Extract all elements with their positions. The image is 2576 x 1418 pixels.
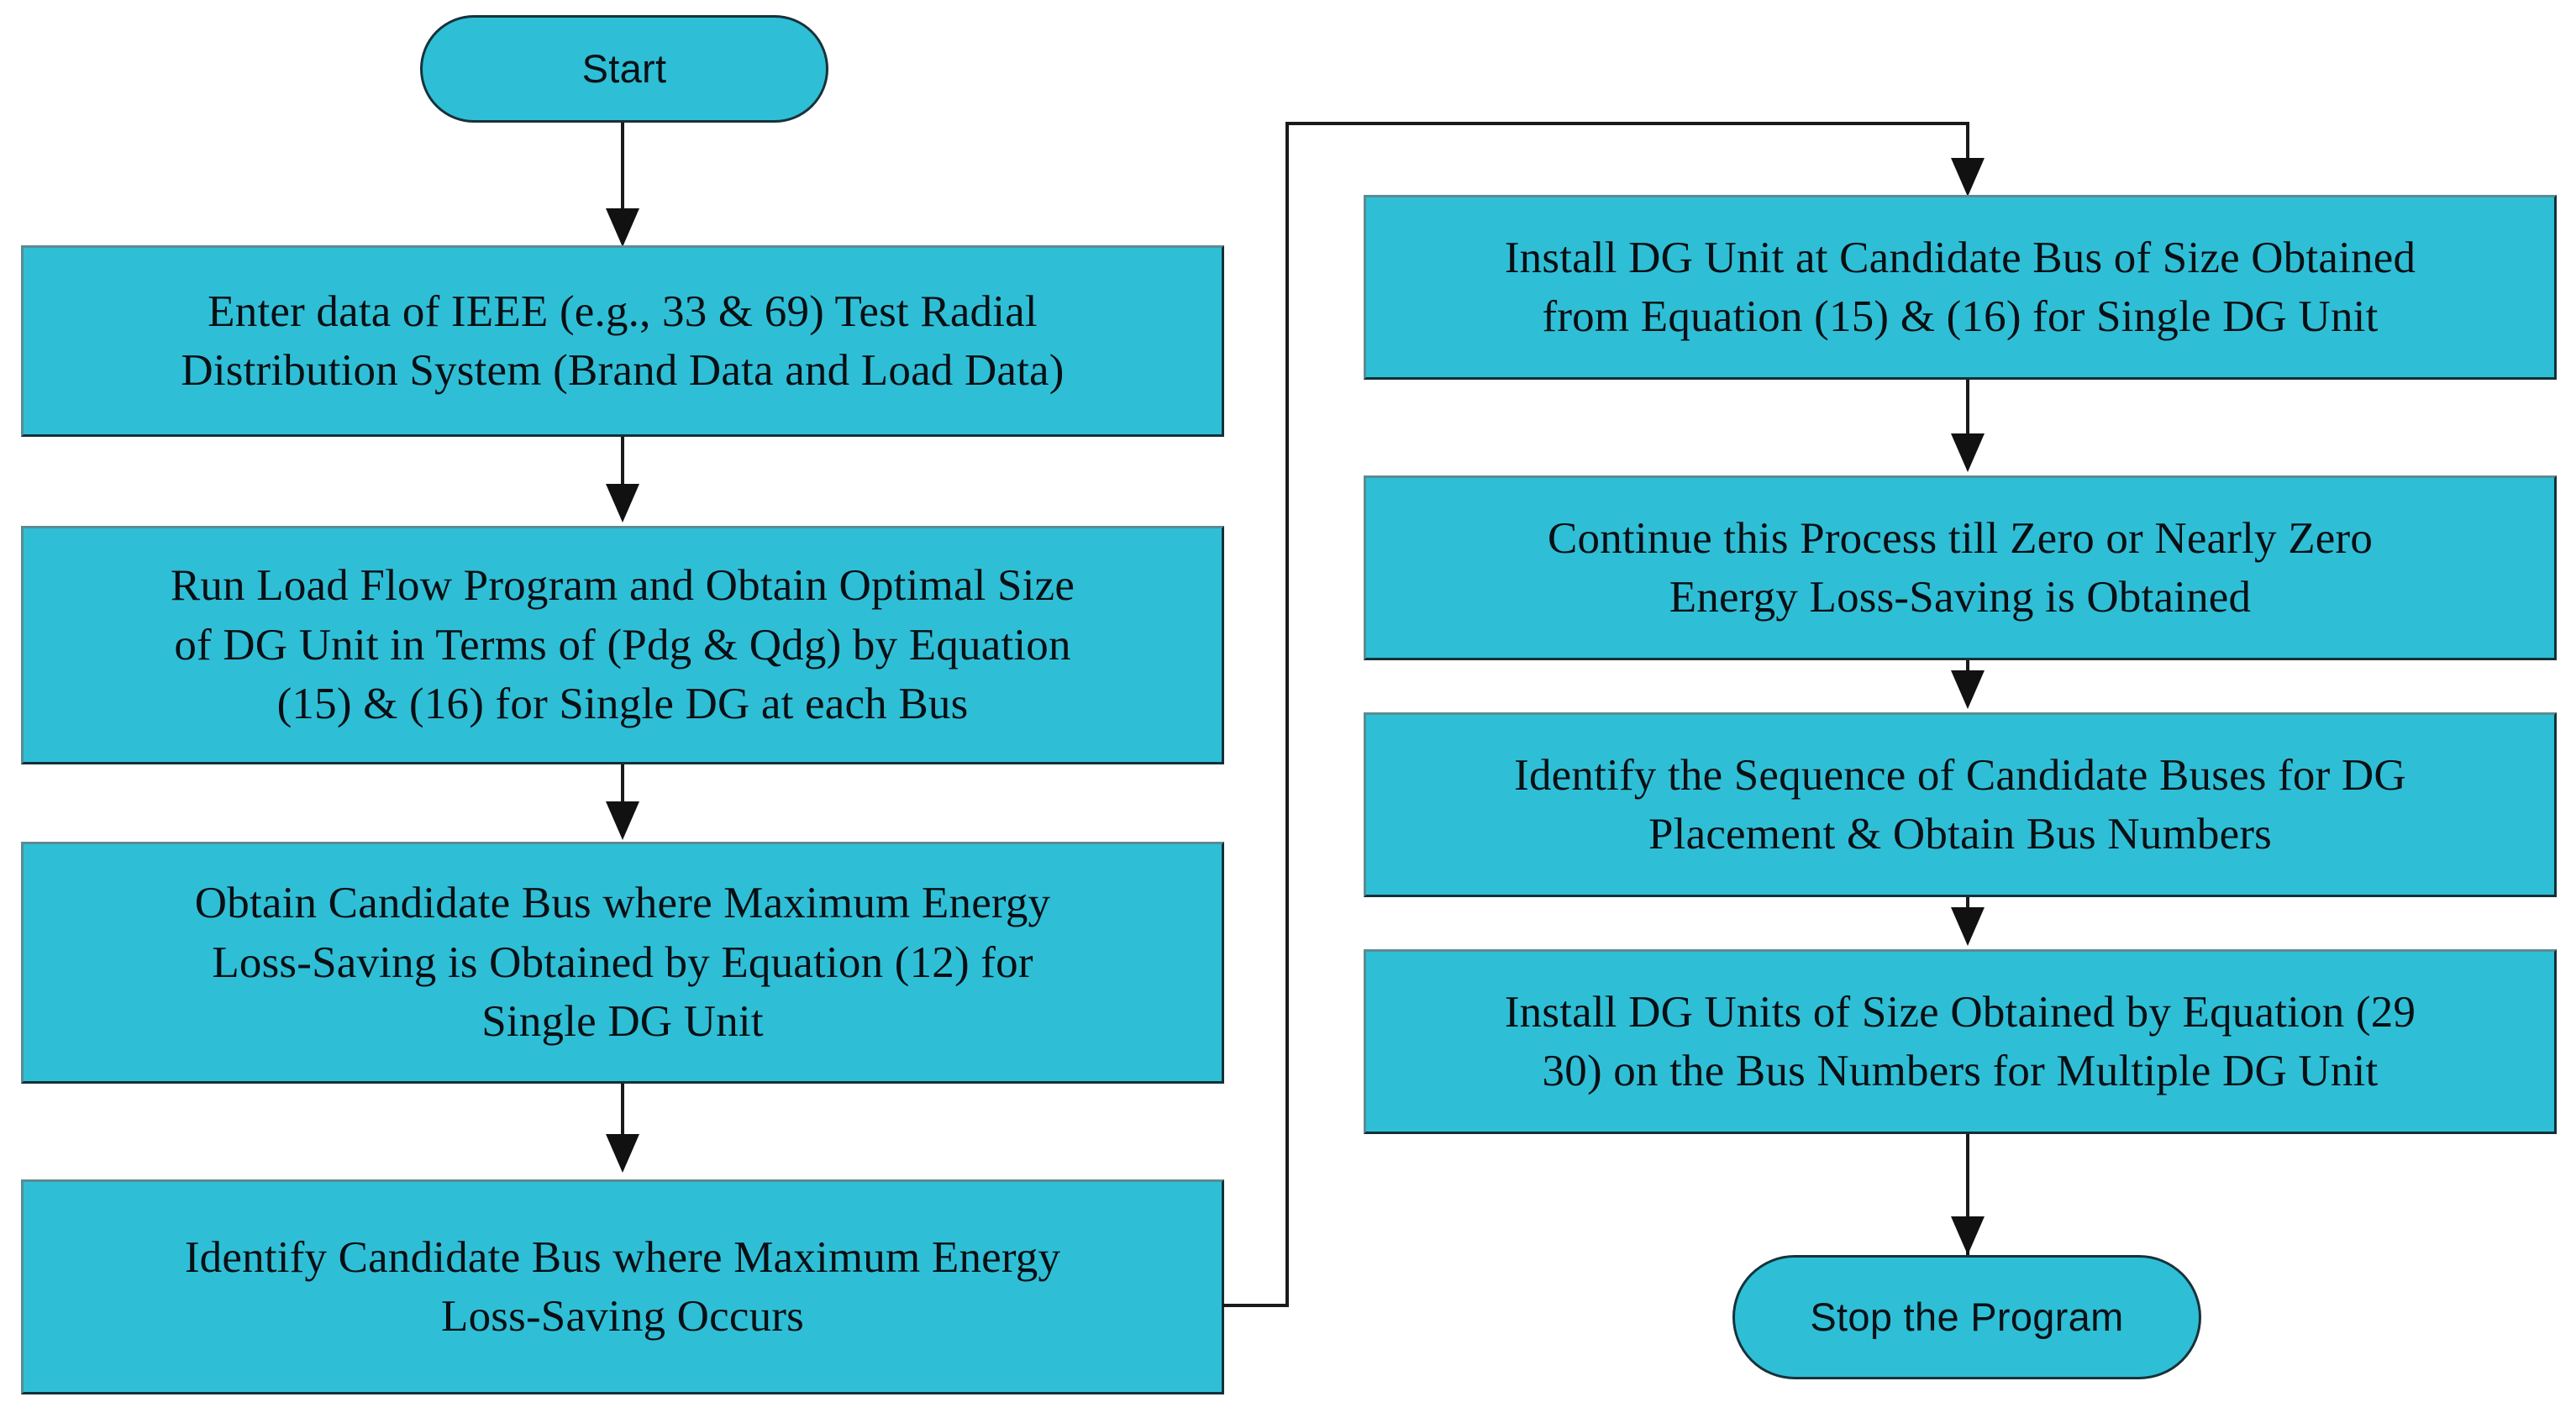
edge-start-to-left1-arrow (606, 208, 639, 247)
node-left-enter-data[interactable]: Enter data of IEEE (e.g., 33 & 69) Test … (21, 245, 1224, 437)
edge-right4-to-stop-arrow (1951, 1216, 1985, 1255)
edge-right2-to-right3-arrow (1951, 670, 1985, 709)
node-right-continue-process-line1: Continue this Process till Zero or Nearl… (1547, 513, 2374, 563)
node-right-continue-process-line2: Energy Loss-Saving is Obtained (1669, 573, 2252, 622)
node-left-identify-candidate-bus-line2: Loss-Saving Occurs (441, 1292, 804, 1341)
node-right-install-dg-units-multiple[interactable]: Install DG Units of Size Obtained by Equ… (1364, 949, 2557, 1134)
node-left-obtain-candidate-bus-line1: Obtain Candidate Bus where Maximum Energ… (194, 879, 1051, 928)
node-right-continue-process[interactable]: Continue this Process till Zero or Nearl… (1364, 475, 2557, 660)
edge-left3-to-left4-arrow (606, 1134, 639, 1173)
edge-left1-to-left2-arrow (606, 484, 639, 523)
edge-left1-to-left2-line (621, 437, 624, 489)
edge-right3-to-right4-arrow (1951, 907, 1985, 946)
node-left-identify-candidate-bus[interactable]: Identify Candidate Bus where Maximum Ene… (21, 1179, 1224, 1394)
edge-right4-to-stop-line (1966, 1134, 1969, 1258)
edge-left4-to-right1-seg-down (1966, 122, 1969, 164)
node-right-install-dg-unit-line2: from Equation (15) & (16) for Single DG … (1542, 292, 2379, 341)
edge-left2-to-left3-line (621, 764, 624, 806)
node-left-obtain-candidate-bus-line2: Loss-Saving is Obtained by Equation (12)… (212, 937, 1033, 987)
node-right-install-dg-units-multiple-line1: Install DG Units of Size Obtained by Equ… (1504, 987, 2416, 1037)
node-right-install-dg-unit-line1: Install DG Unit at Candidate Bus of Size… (1504, 233, 2416, 282)
edge-left4-to-right1-seg-up (1285, 122, 1289, 1306)
edge-left4-to-right1-seg-across (1285, 122, 1969, 125)
node-left-obtain-candidate-bus[interactable]: Obtain Candidate Bus where Maximum Energ… (21, 842, 1224, 1084)
edge-left3-to-left4-line (621, 1084, 624, 1139)
edge-right1-to-right2-arrow (1951, 433, 1985, 472)
node-stop[interactable]: Stop the Program (1732, 1255, 2201, 1379)
node-right-identify-sequence-line2: Placement & Obtain Bus Numbers (1648, 810, 2272, 859)
node-stop-label: Stop the Program (1810, 1294, 2124, 1339)
node-left-identify-candidate-bus-line1: Identify Candidate Bus where Maximum Ene… (184, 1232, 1061, 1282)
edge-left4-to-right1-seg-right (1222, 1304, 1289, 1307)
edge-start-to-left1-line (621, 123, 624, 213)
node-left-run-load-flow-line1: Run Load Flow Program and Obtain Optimal… (170, 561, 1075, 611)
node-start-label: Start (581, 45, 667, 91)
node-left-enter-data-line1: Enter data of IEEE (e.g., 33 & 69) Test … (208, 286, 1038, 336)
node-right-install-dg-units-multiple-line2: 30) on the Bus Numbers for Multiple DG U… (1542, 1047, 2379, 1095)
node-right-identify-sequence-line1: Identify the Sequence of Candidate Buses… (1514, 750, 2406, 800)
node-left-run-load-flow[interactable]: Run Load Flow Program and Obtain Optimal… (21, 526, 1224, 764)
node-left-enter-data-line2: Distribution System (Brand Data and Load… (181, 346, 1065, 395)
edge-left4-to-right1-arrow (1951, 158, 1985, 197)
node-left-obtain-candidate-bus-line3: Single DG Unit (481, 997, 764, 1047)
node-left-run-load-flow-line3: (15) & (16) for Single DG at each Bus (276, 680, 969, 729)
edge-right1-to-right2-line (1966, 380, 1969, 439)
node-left-run-load-flow-line2: of DG Unit in Terms of (Pdg & Qdg) by Eq… (174, 620, 1071, 670)
node-right-install-dg-unit[interactable]: Install DG Unit at Candidate Bus of Size… (1364, 195, 2557, 380)
node-start[interactable]: Start (420, 15, 828, 123)
edge-left2-to-left3-arrow (606, 801, 639, 840)
node-right-identify-sequence[interactable]: Identify the Sequence of Candidate Buses… (1364, 712, 2557, 897)
